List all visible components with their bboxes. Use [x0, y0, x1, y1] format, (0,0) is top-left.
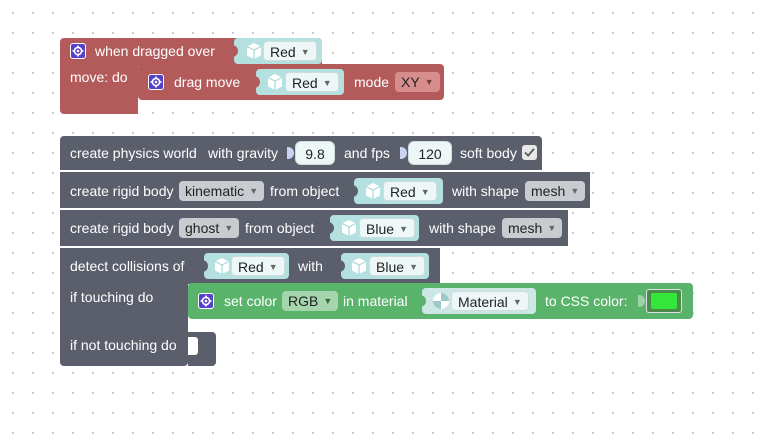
- drag-event-header: when dragged over: [95, 43, 215, 59]
- cube-icon: [365, 183, 381, 199]
- material-value: Material: [458, 294, 508, 310]
- rigid-body-type-value: ghost: [185, 220, 220, 236]
- chevron-down-icon: ▼: [420, 187, 430, 197]
- target-mesh-value: Red: [270, 44, 296, 60]
- gravity-label: with gravity: [208, 145, 279, 161]
- with-label: with: [298, 258, 323, 274]
- chevron-down-icon: ▼: [424, 77, 434, 87]
- shape-value: mesh: [531, 183, 566, 199]
- gear-icon[interactable]: [198, 293, 214, 309]
- slot-connector: [231, 45, 238, 57]
- material-sphere-icon: [433, 293, 449, 309]
- chevron-down-icon: ▼: [268, 262, 278, 272]
- cube-icon: [341, 220, 357, 236]
- gear-icon[interactable]: [70, 43, 86, 59]
- slot-connector: [400, 147, 407, 159]
- chevron-down-icon: ▼: [570, 186, 580, 196]
- collision-block-arm: [60, 282, 188, 366]
- detect-collisions-label: detect collisions of: [70, 258, 185, 274]
- chevron-down-icon: ▼: [224, 223, 234, 233]
- rigid-body-block-2[interactable]: [60, 210, 568, 246]
- rigid-body-object-value: Red: [390, 184, 416, 200]
- drag-mesh-value: Red: [292, 75, 318, 91]
- slot-connector: [253, 76, 260, 88]
- slot-connector: [351, 185, 358, 197]
- chevron-down-icon: ▼: [249, 186, 259, 196]
- target-mesh-dropdown[interactable]: Red ▼: [263, 41, 317, 61]
- color-swatch: [651, 293, 677, 309]
- empty-statement-slot[interactable]: [188, 337, 198, 355]
- cube-icon: [214, 258, 230, 274]
- in-material-label: in material: [343, 293, 408, 309]
- from-object-label: from object: [245, 220, 315, 236]
- mode-value: XY: [401, 74, 420, 90]
- drag-mesh-dropdown[interactable]: Red ▼: [285, 72, 339, 92]
- rigid-body-label: create rigid body: [70, 183, 174, 199]
- chevron-down-icon: ▼: [323, 296, 333, 306]
- if-touching-label: if touching do: [70, 289, 154, 305]
- if-not-touching-label: if not touching do: [70, 337, 177, 353]
- rigid-body-object-dropdown[interactable]: Blue ▼: [359, 218, 416, 238]
- css-color-label: to CSS color:: [545, 293, 628, 309]
- collision-object-a-dropdown[interactable]: Red ▼: [231, 256, 285, 276]
- color-mode-value: RGB: [288, 293, 319, 309]
- drag-event-block-left-arm: [60, 64, 138, 114]
- soft-body-checkbox[interactable]: [522, 145, 537, 160]
- shape-dropdown[interactable]: mesh ▼: [525, 181, 586, 201]
- chevron-down-icon: ▼: [547, 223, 557, 233]
- rigid-body-label: create rigid body: [70, 220, 174, 236]
- with-shape-label: with shape: [429, 220, 496, 236]
- rigid-body-object-value: Blue: [366, 221, 395, 237]
- collision-object-a-value: Red: [238, 259, 264, 275]
- slot-connector: [419, 295, 426, 307]
- with-shape-label: with shape: [452, 183, 519, 199]
- checkmark-icon: [524, 148, 535, 157]
- slot-connector: [327, 222, 334, 234]
- color-mode-dropdown[interactable]: RGB ▼: [282, 291, 339, 311]
- gravity-input[interactable]: 9.8: [295, 141, 335, 165]
- chevron-down-icon: ▼: [399, 224, 409, 234]
- rigid-body-type-dropdown[interactable]: kinematic ▼: [179, 181, 265, 201]
- cube-icon: [246, 43, 262, 59]
- cube-icon: [351, 258, 367, 274]
- move-do-label: move: do: [70, 69, 128, 85]
- slot-connector: [201, 260, 208, 272]
- slot-connector: [287, 147, 294, 159]
- drag-move-label: drag move: [174, 74, 241, 90]
- slot-connector: [338, 260, 345, 272]
- fps-input[interactable]: 120: [408, 141, 452, 165]
- shape-dropdown[interactable]: mesh ▼: [502, 218, 563, 238]
- chevron-down-icon: ▼: [300, 47, 310, 57]
- rigid-body-type-dropdown[interactable]: ghost ▼: [179, 218, 240, 238]
- css-color-picker[interactable]: [646, 289, 682, 313]
- soft-body-label: soft body: [460, 145, 517, 161]
- chevron-down-icon: ▼: [409, 262, 419, 272]
- set-color-label: set color: [224, 293, 277, 309]
- rigid-body-object-dropdown[interactable]: Red ▼: [383, 181, 437, 201]
- chevron-down-icon: ▼: [512, 297, 522, 307]
- fps-label: and fps: [344, 145, 390, 161]
- mode-dropdown[interactable]: XY ▼: [395, 72, 440, 92]
- shape-value: mesh: [508, 220, 543, 236]
- physics-world-label: create physics world: [70, 145, 197, 161]
- rigid-body-type-value: kinematic: [185, 183, 245, 199]
- rigid-body-block-1[interactable]: [60, 172, 590, 208]
- cube-icon: [267, 74, 283, 90]
- chevron-down-icon: ▼: [322, 78, 332, 88]
- collision-object-b-value: Blue: [376, 259, 405, 275]
- slot-connector: [638, 295, 645, 307]
- from-object-label: from object: [270, 183, 340, 199]
- material-dropdown[interactable]: Material ▼: [451, 291, 529, 311]
- mode-label: mode: [354, 74, 390, 90]
- gear-icon[interactable]: [148, 74, 164, 90]
- collision-object-b-dropdown[interactable]: Blue ▼: [369, 256, 426, 276]
